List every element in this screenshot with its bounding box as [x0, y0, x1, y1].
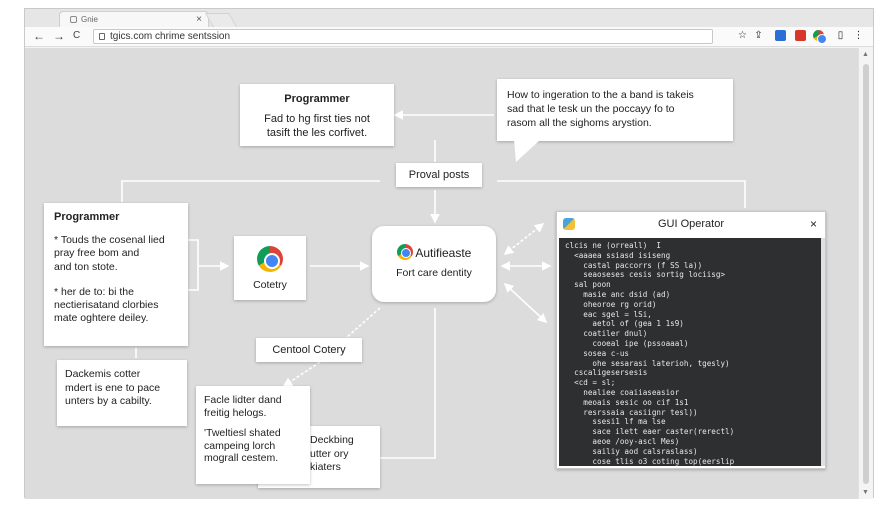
- terminal-line: <aaaea ssiasd isiseng: [565, 250, 671, 260]
- new-tab-button[interactable]: [204, 13, 238, 27]
- terminal-line: cscaligesersesis: [565, 368, 648, 378]
- programmer-top-title: Programmer: [284, 93, 350, 105]
- facle-line-1: Facle lidter dand: [204, 394, 282, 406]
- facle-line-4: 'Tweltiesl shated: [204, 427, 281, 439]
- extension-red-icon[interactable]: [795, 30, 806, 41]
- dackemis-line-3: unters by a cabilty.: [65, 395, 152, 407]
- chrome-logo-small-icon: [396, 244, 413, 260]
- gui-operator-window: GUI Operator × clcis ne (orreall) I <aaa…: [556, 211, 826, 469]
- tab-strip: Gnie ×: [25, 9, 873, 27]
- centool-cotery-node: Centool Cotery: [256, 338, 362, 362]
- terminal-line: sal poon: [565, 280, 611, 290]
- programmer-top-card: Programmer Fad to hg first ties not tasi…: [240, 84, 394, 146]
- terminal-line: cooeal ipe (pssoaaal): [565, 338, 689, 348]
- programmer-left-line-7: mate oghtere deiley.: [54, 312, 149, 325]
- browser-toolbar: ← → C tgics.com chrime sentssion ☆ ⇪ ▯ ⋮: [25, 27, 873, 47]
- reading-list-icon[interactable]: ▯: [837, 30, 844, 41]
- speech-bubble-line-3: rasom all the sighoms arystion.: [507, 117, 652, 129]
- page-scrollbar[interactable]: ▲ ▼: [858, 48, 873, 499]
- terminal-line: aeoe /ooy-ascl Mes): [565, 436, 680, 446]
- terminal-line: ssesi1 lf ma lse: [565, 417, 666, 427]
- facle-card: Facle lidter dand freitig helogs. 'Twelt…: [196, 386, 310, 484]
- programmer-left-line-5: * her de to: bi the: [54, 285, 134, 298]
- reload-icon[interactable]: C: [73, 30, 81, 41]
- scroll-up-icon[interactable]: ▲: [862, 51, 869, 58]
- programmer-top-line-2: tasift the les corfivet.: [266, 127, 368, 139]
- forward-arrow-icon[interactable]: →: [53, 29, 65, 43]
- chrome-extension-icon[interactable]: [813, 30, 827, 44]
- cotetry-label: Cotetry: [253, 279, 287, 291]
- extension-blue-icon[interactable]: [775, 30, 786, 41]
- terminal-scrollbar[interactable]: [821, 238, 825, 466]
- terminal-line: castal paccorrs (f SS la)): [565, 260, 703, 270]
- programmer-left-card: Programmer * Touds the cosenal lied pray…: [44, 203, 188, 346]
- menu-kebab-icon[interactable]: ⋮: [853, 30, 864, 41]
- programmer-left-line-2: pray free bom and: [54, 247, 140, 260]
- page-favicon-icon: [70, 16, 77, 23]
- autifieaste-subtitle: Fort care dentity: [396, 267, 472, 279]
- terminal-line: cose tlis o3 coting top(eerslip: [565, 456, 735, 466]
- speech-bubble-line-2: sad that le tesk un the poccayy fo to: [507, 103, 675, 115]
- lock-icon: [99, 33, 105, 40]
- dackemis-line-1: Dackemis cotter: [65, 368, 141, 380]
- scroll-thumb[interactable]: [863, 64, 869, 484]
- programmer-left-title: Programmer: [54, 211, 120, 223]
- back-arrow-icon[interactable]: ←: [33, 29, 45, 43]
- terminal-line: seaoseses cesis sortig lociisg>: [565, 270, 726, 280]
- terminal-line: meoais sesic oo cif 1s1: [565, 397, 689, 407]
- terminal-line: sosea c-us: [565, 348, 630, 358]
- facle-line-3: [204, 419, 302, 427]
- speech-bubble-line-1: How to ingeration to the a band is takei…: [507, 89, 694, 101]
- terminal-line: masie anc dsid (ad): [565, 289, 671, 299]
- terminal-line: resrssaia casiignr tesl)): [565, 407, 698, 417]
- autifieaste-title: Autifieaste: [415, 246, 472, 260]
- proval-posts-label: Proval posts: [408, 169, 470, 181]
- terminal-line: coatiler dnul): [565, 329, 648, 339]
- programmer-top-line-1: Fad to hg first ties not: [264, 113, 370, 125]
- terminal-line: ohe sesarasi laterioh, tgesly): [565, 358, 730, 368]
- gui-app-icon: [563, 218, 575, 230]
- deckbing-line-3: kiaters: [310, 461, 341, 473]
- address-bar[interactable]: tgics.com chrime sentssion: [93, 29, 713, 44]
- terminal-line: clcis ne (orreall) I: [565, 241, 662, 250]
- address-bar-url: tgics.com chrime sentssion: [110, 31, 231, 42]
- autifieaste-node: Autifieaste Fort care dentity: [372, 226, 496, 302]
- share-icon[interactable]: ⇪: [754, 30, 763, 41]
- speech-bubble-tail: [514, 140, 540, 162]
- bookmark-star-icon[interactable]: ☆: [738, 30, 747, 41]
- dackemis-line-2: mdert is ene to pace: [65, 381, 161, 394]
- terminal-line: sailiy aod calsraslass): [565, 446, 698, 456]
- terminal-line: sace ilett eaer caster(rerectl): [565, 427, 735, 437]
- terminal-line: nealiee coaiiaseasior: [565, 387, 680, 397]
- tab-close-icon[interactable]: ×: [196, 14, 202, 25]
- centool-cotery-label: Centool Cotery: [272, 344, 346, 356]
- terminal-output[interactable]: clcis ne (orreall) I <aaaea ssiasd isise…: [559, 238, 823, 466]
- chrome-logo-icon: [257, 246, 283, 272]
- close-icon[interactable]: ×: [809, 217, 817, 231]
- tab-title: Gnie: [81, 15, 98, 24]
- terminal-line: oheoroe rg orid): [565, 299, 657, 309]
- facle-line-2: freitig helogs.: [204, 406, 267, 419]
- proval-posts-node: Proval posts: [396, 163, 482, 187]
- terminal-line: eac sgel = lSi,: [565, 309, 652, 319]
- programmer-left-line-4: [54, 274, 178, 286]
- terminal-line: aetol of (gea 1 1s9): [565, 319, 684, 329]
- browser-tab[interactable]: Gnie ×: [59, 11, 209, 27]
- terminal-line: <cd = sl;: [565, 378, 616, 388]
- programmer-left-line-1: * Touds the cosenal lied: [54, 234, 165, 247]
- deckbing-line-1: Deckbing: [310, 434, 354, 446]
- programmer-left-line-6: nectierisatand clorbies: [54, 299, 159, 312]
- dackemis-card: Dackemis cotter mdert is ene to pace unt…: [57, 360, 187, 426]
- gui-operator-title: GUI Operator: [657, 218, 725, 230]
- cotetry-node: Cotetry: [234, 236, 306, 300]
- facle-line-6: mograll cestem.: [204, 452, 279, 464]
- speech-bubble: How to ingeration to the a band is takei…: [497, 79, 733, 141]
- scroll-down-icon[interactable]: ▼: [862, 489, 869, 496]
- facle-line-5: campeing lorch: [204, 439, 276, 452]
- programmer-left-line-3: and ton stote.: [54, 260, 118, 273]
- deckbing-line-2: utter ory: [310, 447, 349, 460]
